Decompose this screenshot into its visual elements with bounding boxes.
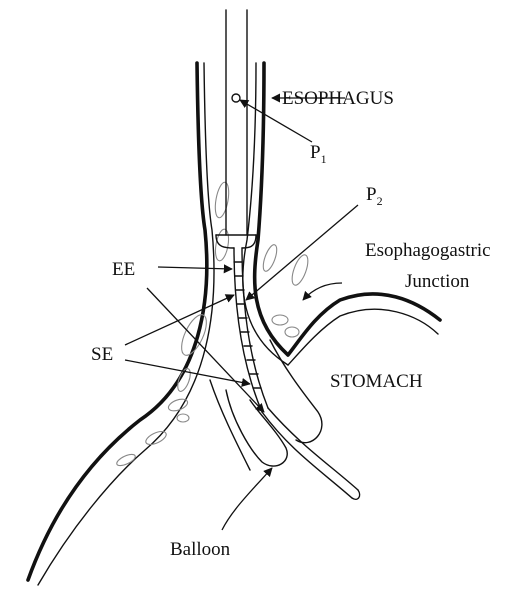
wall-folds	[115, 181, 311, 468]
p1-label: P1	[310, 142, 327, 166]
ej-label-line1: Esophagogastric	[365, 240, 491, 261]
stomach-label: STOMACH	[330, 371, 423, 392]
esophagus-label: ESOPHAGUS	[282, 88, 394, 109]
p2-pointer	[246, 205, 358, 300]
ee-label: EE	[112, 259, 135, 280]
ej-pointer	[303, 283, 342, 300]
stomach-left-lining	[210, 380, 250, 470]
se-label: SE	[91, 344, 113, 365]
ee-pointer-upper	[158, 267, 232, 269]
p2-label: P2	[366, 184, 383, 208]
balloon-pointer	[222, 468, 272, 530]
balloon-label: Balloon	[170, 539, 231, 560]
se-pointer-upper	[125, 295, 234, 345]
esophagus-left-wall	[28, 63, 214, 585]
ej-label-line2: Junction	[405, 271, 470, 292]
sensor-p1	[232, 94, 240, 102]
